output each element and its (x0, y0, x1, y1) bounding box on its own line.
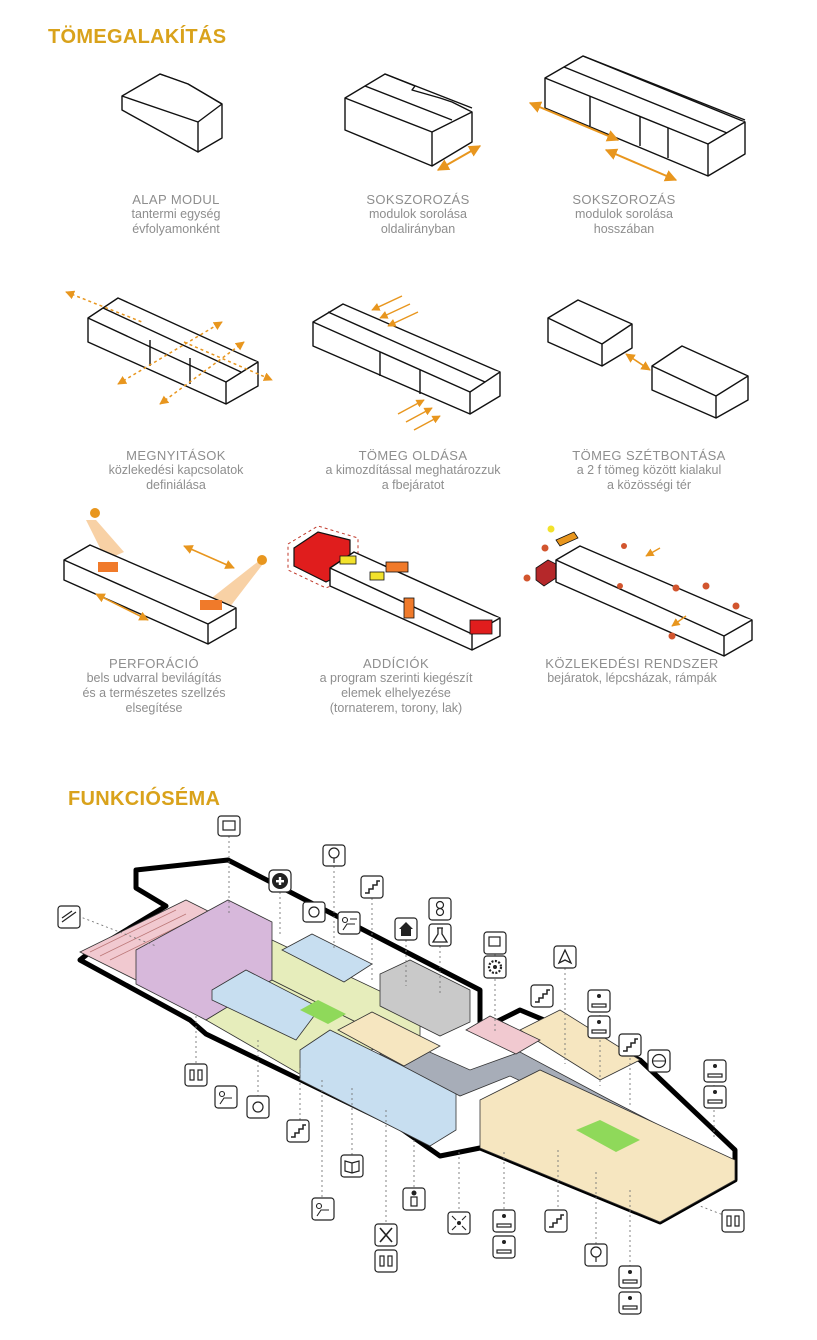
step-caption-7: PERFORÁCIÓ bels udvarral bevilágítás és … (82, 656, 226, 715)
stairs-icon (544, 1209, 568, 1233)
stairs-icon (286, 1119, 310, 1143)
group-icon (703, 1085, 727, 1109)
projector-icon (217, 815, 241, 837)
medical-cross-icon (268, 869, 292, 893)
whiteboard-icon (483, 931, 507, 955)
step-circulation-drawing (523, 525, 753, 657)
group-icon (492, 1235, 516, 1259)
function-scheme-title: FUNKCIÓSÉMA (68, 788, 221, 810)
stairs-icon (360, 875, 384, 899)
restroom-icon (374, 1249, 398, 1273)
person-icon (402, 1187, 426, 1211)
restroom-icon (184, 1063, 208, 1087)
group-icon (492, 1209, 516, 1233)
group-icon (447, 1211, 471, 1235)
group-icon (587, 1015, 611, 1039)
restroom-icon (721, 1209, 745, 1233)
step-caption-6: TÖMEG SZÉTBONTÁSA a 2 f tömeg között kia… (572, 448, 726, 492)
step-caption-5: TÖMEG OLDÁSA a kimozdítással meghatározz… (325, 448, 501, 492)
step-caption-3: SOKSZOROZÁS modulok sorolása hosszában (572, 192, 676, 236)
step-mass-split-drawing (547, 299, 749, 419)
ramp-icon (57, 905, 81, 929)
fork-knife-icon (374, 1223, 398, 1247)
step-caption-1: ALAP MODUL tantermi egység évfolyamonkén… (131, 192, 221, 236)
step-mass-release-drawing (312, 295, 501, 431)
stairs-icon (618, 1033, 642, 1057)
reading-icon (311, 1197, 335, 1221)
step-length-multiply-drawing (528, 55, 746, 182)
step-caption-8: ADDÍCIÓK a program szerinti kiegészít el… (319, 656, 473, 715)
group-icon (618, 1291, 642, 1315)
stairs-icon (530, 984, 554, 1008)
group-icon (618, 1265, 642, 1289)
chef-icon (428, 897, 452, 921)
step-additions-drawing (287, 525, 501, 651)
praying-hands-icon (553, 945, 577, 969)
gear-icon (483, 955, 507, 979)
book-icon (340, 1154, 364, 1178)
step-basic-module-drawing (121, 73, 223, 153)
massing-title: TÖMEGALAKÍTÁS (48, 26, 227, 48)
reading-icon (337, 911, 361, 935)
step-lateral-multiply-drawing (344, 73, 482, 171)
coffee-icon (246, 1095, 270, 1119)
tree-icon (322, 844, 346, 867)
globe-icon (647, 1049, 671, 1073)
step-caption-4: MEGNYITÁSOK közlekedési kapcsolatok defi… (108, 448, 244, 492)
step-caption-2: SOKSZOROZÁS modulok sorolása oldalirányb… (366, 192, 470, 236)
group-icon (703, 1059, 727, 1083)
home-icon (394, 917, 418, 941)
flask-icon (428, 923, 452, 947)
step-caption-9: KÖZLEKEDÉSI RENDSZER bejáratok, lépcsház… (545, 656, 719, 685)
group-icon (587, 989, 611, 1013)
step-openings-drawing (65, 290, 273, 405)
function-scheme-plan (77, 836, 738, 1270)
coffee-icon (302, 901, 326, 923)
step-perforation-drawing (63, 508, 267, 645)
reading-icon (214, 1085, 238, 1109)
tree-icon (584, 1243, 608, 1267)
